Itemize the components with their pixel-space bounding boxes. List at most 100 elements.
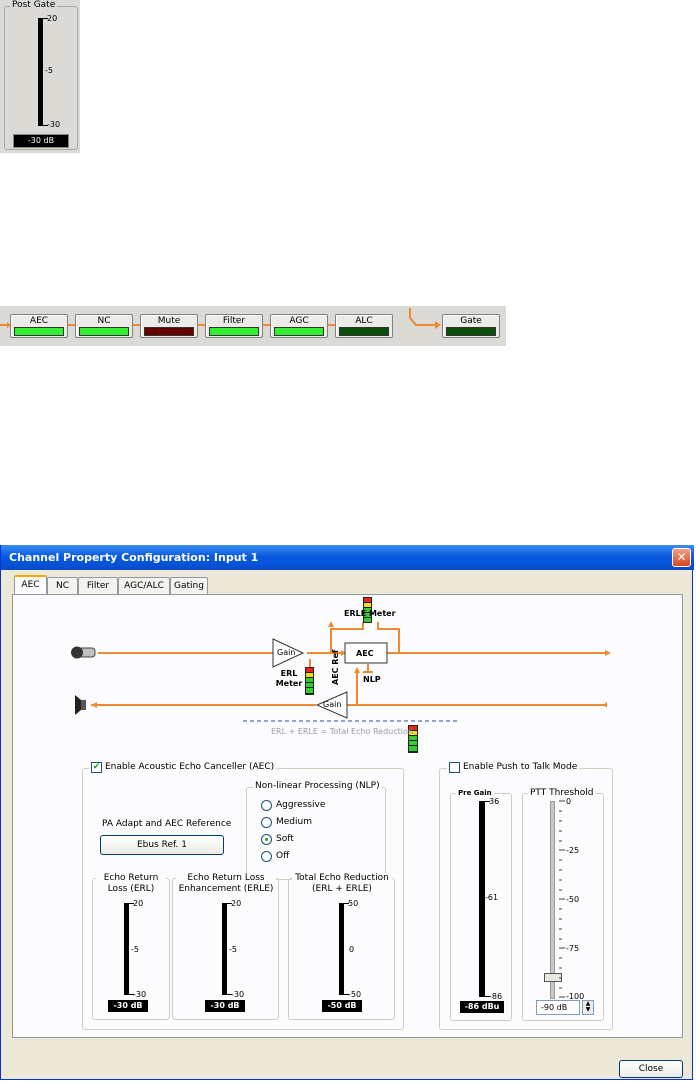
ptt-tick-1: -25	[566, 846, 580, 855]
enable-aec-label: Enable Acoustic Echo Canceller (AEC)	[105, 762, 275, 772]
speaker-icon	[75, 695, 86, 715]
tab-agc-alc[interactable]: AGC/ALC	[118, 577, 170, 594]
aec-tab-panel: ERLE Meter Gain Gain AEC NLP AEC Ref ERL…	[12, 594, 683, 1038]
chain-mute-indicator	[144, 327, 194, 336]
total-tick-top: 50	[348, 899, 359, 908]
ptt-tick-2: -50	[566, 895, 580, 904]
tab-nc[interactable]: NC	[47, 577, 78, 594]
chain-aec-label: AEC	[29, 316, 49, 326]
chain-filter-button[interactable]: Filter	[205, 314, 263, 338]
nlp-option-medium[interactable]: Medium	[276, 817, 312, 827]
chain-alc-label: ALC	[355, 316, 373, 326]
nlp-radio-medium[interactable]	[261, 817, 272, 828]
post-gate-panel: Post Gate 20 -5 -30 -30 dB	[0, 0, 80, 153]
ptt-threshold-title: PTT Threshold	[528, 788, 596, 799]
nlp-option-soft[interactable]: Soft	[276, 834, 294, 844]
tick-mark	[43, 18, 48, 19]
chain-wires	[0, 308, 441, 329]
erle-tick-mid: -5	[229, 945, 237, 954]
pre-gain-tick-bottom: -86	[489, 992, 503, 1001]
erle-value: -30 dB	[205, 1000, 245, 1012]
close-button[interactable]: Close	[619, 1060, 683, 1078]
tick-mark	[129, 903, 134, 904]
tick-mark	[227, 994, 232, 995]
pa-adapt-label: PA Adapt and AEC Reference	[102, 819, 232, 829]
erle-meter-bar	[222, 903, 227, 995]
tick-mark	[344, 994, 349, 995]
pre-gain-title: Pre Gain	[456, 788, 494, 799]
echo-formula-label: ERL + ERLE = Total Echo Reduction	[271, 727, 413, 736]
aec-ref-label: AEC Ref	[331, 649, 340, 685]
tick-mark	[227, 903, 232, 904]
gain-lower-label: Gain	[323, 700, 342, 709]
chain-filter-indicator	[209, 327, 259, 336]
ptt-tick-3: -75	[566, 944, 580, 953]
erl-tick-bottom: -30	[133, 990, 147, 999]
total-tick-mid: 0	[349, 945, 355, 954]
pre-gain-tick-top: 36	[489, 797, 500, 806]
nlp-radio-soft[interactable]	[261, 834, 272, 845]
erle-meter-label: ERLE Meter	[344, 609, 396, 618]
erl-tick-top: 20	[133, 899, 144, 908]
nlp-label: NLP	[363, 675, 381, 684]
ptt-threshold-spinner[interactable]: ▲▼	[582, 1000, 594, 1015]
erl-led-meter	[305, 667, 314, 695]
ptt-tick-4: -100	[566, 992, 585, 1001]
enable-aec-checkbox[interactable]: ✔	[91, 762, 102, 773]
chain-mute-button[interactable]: Mute	[140, 314, 198, 338]
chain-aec-indicator	[14, 327, 64, 336]
erle-tick-bottom: -30	[231, 990, 245, 999]
post-gate-tick-top: 20	[47, 14, 58, 23]
enable-ptt-checkbox[interactable]	[449, 762, 460, 773]
chain-alc-indicator	[339, 327, 389, 336]
ptt-enable-row[interactable]: Enable Push to Talk Mode	[447, 762, 580, 773]
total-echo-meter-bar	[339, 903, 344, 995]
microphone-icon	[71, 646, 96, 659]
dialog-titlebar[interactable]: Channel Property Configuration: Input 1 …	[1, 545, 694, 570]
ptt-threshold-input[interactable]: -90 dB	[536, 1000, 580, 1015]
aec-enable-row[interactable]: Enable Acoustic Echo Canceller (AEC)	[89, 762, 277, 773]
chain-gate-indicator	[446, 327, 496, 336]
chain-gate-label: Gate	[460, 316, 482, 326]
tab-filter[interactable]: Filter	[78, 577, 118, 594]
gain-triangle-lower	[315, 691, 348, 719]
ebus-ref-button[interactable]: Ebus Ref. 1	[100, 835, 224, 855]
aec-box	[344, 642, 388, 664]
chain-agc-button[interactable]: AGC	[270, 314, 328, 338]
chain-nc-button[interactable]: NC	[75, 314, 133, 338]
aec-box-label: AEC	[356, 649, 374, 658]
enable-ptt-label: Enable Push to Talk Mode	[463, 762, 578, 772]
erle-led-meter	[363, 597, 372, 623]
nlp-radio-aggressive[interactable]	[261, 800, 272, 811]
close-icon[interactable]: ✕	[672, 548, 691, 567]
tick-mark	[344, 903, 349, 904]
chain-mute-label: Mute	[157, 316, 181, 326]
tick-mark	[485, 801, 490, 802]
erl-meter-label: ERL Meter	[275, 669, 303, 688]
nlp-radio-off[interactable]	[261, 851, 272, 862]
nlp-option-aggressive[interactable]: Aggressive	[276, 800, 326, 810]
nlp-option-off[interactable]: Off	[276, 851, 290, 861]
post-gate-tick-bottom: -30	[47, 120, 61, 129]
ptt-slider-track[interactable]	[550, 801, 555, 999]
pre-gain-tick-mid: -61	[485, 893, 499, 902]
chain-filter-label: Filter	[222, 316, 246, 326]
chain-agc-indicator	[274, 327, 324, 336]
tick-mark	[485, 996, 490, 997]
nlp-group-title: Non-linear Processing (NLP)	[253, 781, 382, 792]
pre-gain-value: -86 dBu	[460, 1001, 504, 1013]
erle-meter-title: Echo Return Loss Enhancement (ERLE)	[176, 873, 276, 895]
chain-gate-button[interactable]: Gate	[442, 314, 500, 338]
aec-signal-diagram	[71, 597, 611, 753]
post-gate-tick-mid: -5	[45, 66, 53, 75]
tab-aec[interactable]: AEC	[14, 575, 47, 594]
pre-gain-meter-bar	[479, 801, 485, 997]
chain-agc-label: AGC	[289, 316, 309, 326]
chain-alc-button[interactable]: ALC	[335, 314, 393, 338]
erl-value: -30 dB	[108, 1000, 148, 1012]
post-gate-value: -30 dB	[13, 134, 69, 148]
tab-gating[interactable]: Gating	[170, 577, 208, 594]
erl-tick-mid: -5	[131, 945, 139, 954]
erl-meter-bar	[124, 903, 129, 995]
chain-aec-button[interactable]: AEC	[10, 314, 68, 338]
